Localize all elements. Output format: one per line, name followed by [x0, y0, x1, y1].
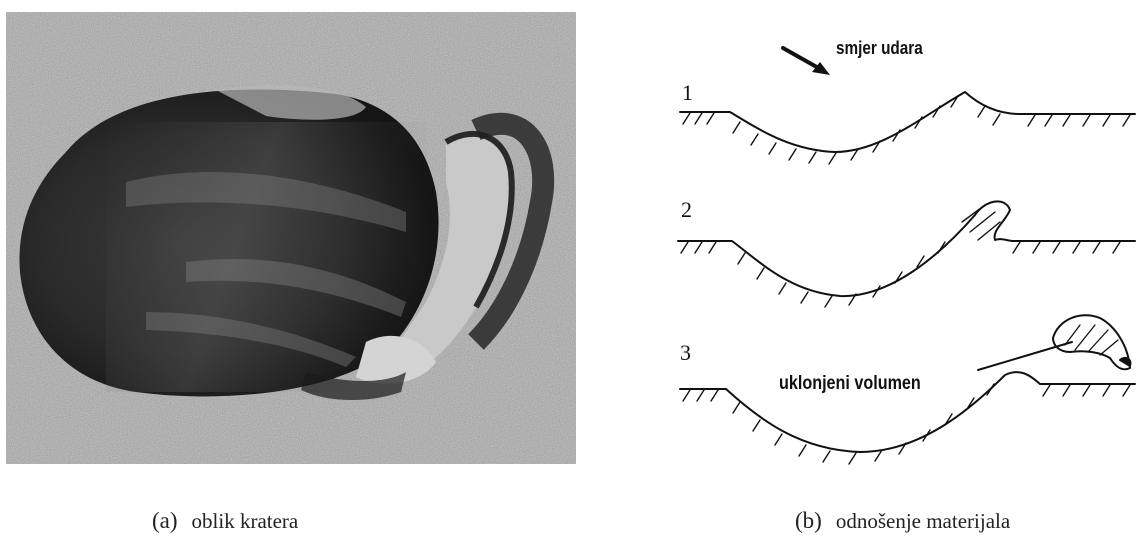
caption-crater-shape: (a) oblik kratera: [152, 508, 298, 534]
caption-material-removal: (b) odnošenje materijala: [795, 508, 1010, 534]
removed-volume-label: uklonjeni volumen: [779, 373, 921, 395]
hatching-stage-3: [683, 384, 1130, 464]
crater-profile-stage-2: [678, 201, 1135, 296]
removed-volume-chunk: [1053, 315, 1130, 369]
arrow-down-right-icon: [783, 48, 830, 75]
caption-a-text: oblik kratera: [192, 509, 299, 533]
crater-profile-stage-1: [680, 92, 1135, 152]
stage-number-3: 3: [680, 340, 691, 366]
hatching-stage-2: [681, 205, 1120, 307]
stage-number-2: 2: [681, 197, 692, 223]
impact-direction-label: smjer udara: [836, 38, 923, 59]
material-removal-diagram: [640, 0, 1139, 470]
stage-number-1: 1: [682, 80, 693, 106]
caption-b-mark: (b): [795, 508, 822, 533]
crater-photo: [6, 12, 576, 464]
hatching-stage-1: [683, 96, 1130, 164]
caption-b-text: odnošenje materijala: [836, 509, 1010, 533]
removed-volume-pointer: [978, 342, 1072, 370]
caption-a-mark: (a): [152, 508, 178, 533]
